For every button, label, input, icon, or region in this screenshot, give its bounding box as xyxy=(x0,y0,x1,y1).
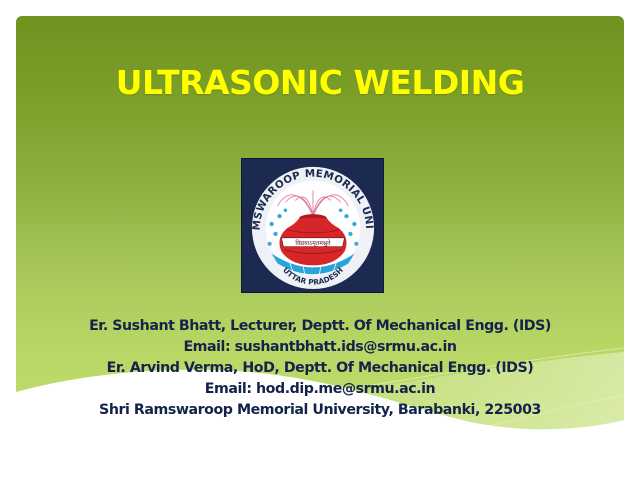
author-2-email: Email: hod.dip.me@srmu.ac.in xyxy=(204,381,436,397)
author-2-line: Er. Arvind Verma, HoD, Deptt. Of Mechani… xyxy=(106,360,534,376)
pot-fountain-emblem-icon: SHRI RAMSWAROOP MEMORIAL UNIVERSITY xyxy=(242,159,375,290)
author-1-email: Email: sushantbhatt.ids@srmu.ac.in xyxy=(183,339,457,355)
university-address: Shri Ramswaroop Memorial University, Bar… xyxy=(99,402,541,418)
slide-title: ULTRASONIC WELDING xyxy=(115,63,525,102)
author-1-line: Er. Sushant Bhatt, Lecturer, Deptt. Of M… xyxy=(89,318,551,334)
author-info-block: Er. Sushant Bhatt, Lecturer, Deptt. Of M… xyxy=(0,316,640,421)
university-logo: SHRI RAMSWAROOP MEMORIAL UNIVERSITY xyxy=(241,158,384,293)
svg-text:विद्ययाऽमृतमश्नुते: विद्ययाऽमृतमश्नुते xyxy=(295,239,331,247)
